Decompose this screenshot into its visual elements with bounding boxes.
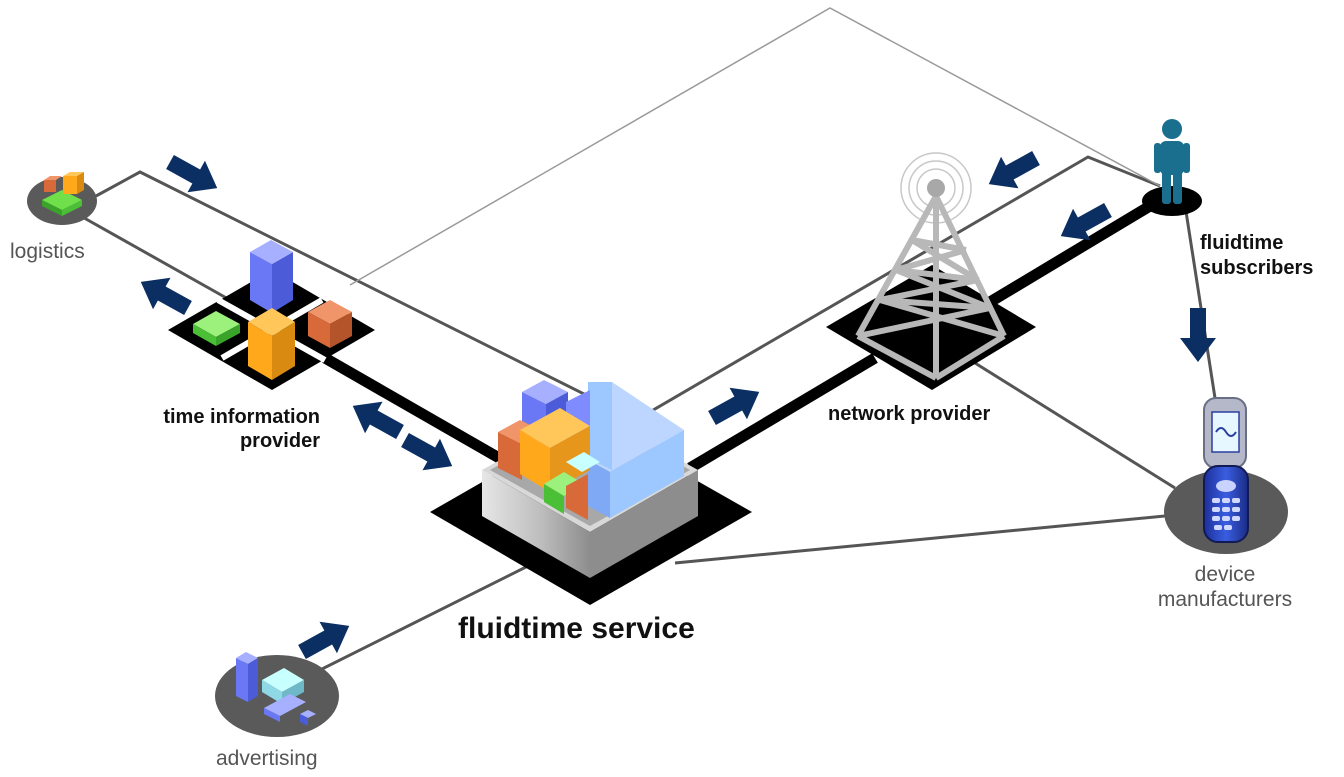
thick-links bbox=[322, 195, 1163, 475]
logistics-node bbox=[27, 172, 97, 225]
network-node bbox=[826, 152, 1036, 390]
label-time-information-provider: time information provider bbox=[100, 405, 320, 453]
label-device-manufacturers: device manufacturers bbox=[1155, 562, 1295, 612]
label-time-info-line1: time information bbox=[163, 406, 320, 428]
logistics-boxes-icon bbox=[42, 172, 84, 216]
bold-arrow-icon bbox=[1180, 308, 1216, 362]
label-device-line1: device bbox=[1194, 563, 1256, 586]
advertising-boxes-icon bbox=[236, 652, 316, 726]
label-logistics: logistics bbox=[10, 240, 85, 263]
line-logistics-to-time-provider bbox=[69, 208, 231, 302]
advertising-node bbox=[215, 652, 339, 737]
label-network-provider: network provider bbox=[828, 403, 991, 425]
label-fluidtime-service: fluidtime service bbox=[458, 612, 695, 645]
label-time-info-line2: provider bbox=[239, 430, 320, 452]
line-subscribers-to-device bbox=[1183, 204, 1217, 399]
thick-link-time-to-service bbox=[322, 353, 523, 475]
subscriber-disc bbox=[1142, 186, 1202, 216]
orange-box bbox=[248, 308, 295, 380]
thick-link-network-to-subscribers bbox=[982, 195, 1163, 310]
rust-box bbox=[308, 300, 352, 348]
light-blue-block bbox=[588, 382, 684, 518]
label-subscribers-line2: subscribers bbox=[1200, 257, 1314, 279]
line-advertising-to-service bbox=[299, 563, 531, 682]
bold-arrow-icon bbox=[161, 146, 226, 204]
mobile-phone-icon bbox=[1203, 397, 1249, 543]
line-network-to-device bbox=[974, 361, 1176, 490]
service-node bbox=[430, 380, 752, 605]
radio-tower-icon bbox=[855, 152, 1007, 381]
label-subscribers-line1: fluidtime bbox=[1200, 232, 1284, 254]
green-box bbox=[193, 311, 240, 346]
label-fluidtime-subscribers: fluidtime subscribers bbox=[1200, 231, 1313, 281]
device-node bbox=[1164, 397, 1288, 554]
bold-arrow-icon bbox=[980, 142, 1045, 200]
line-service-to-device bbox=[674, 513, 1176, 565]
label-advertising: advertising bbox=[216, 747, 318, 770]
blue-tall-box bbox=[250, 240, 293, 313]
thick-link-service-to-network bbox=[687, 353, 878, 473]
line-thin-top bbox=[349, 7, 1161, 286]
subscribers-node bbox=[1142, 119, 1202, 216]
time-provider-node bbox=[168, 240, 375, 390]
person-icon bbox=[1154, 119, 1190, 204]
label-device-line2: manufacturers bbox=[1157, 588, 1293, 611]
